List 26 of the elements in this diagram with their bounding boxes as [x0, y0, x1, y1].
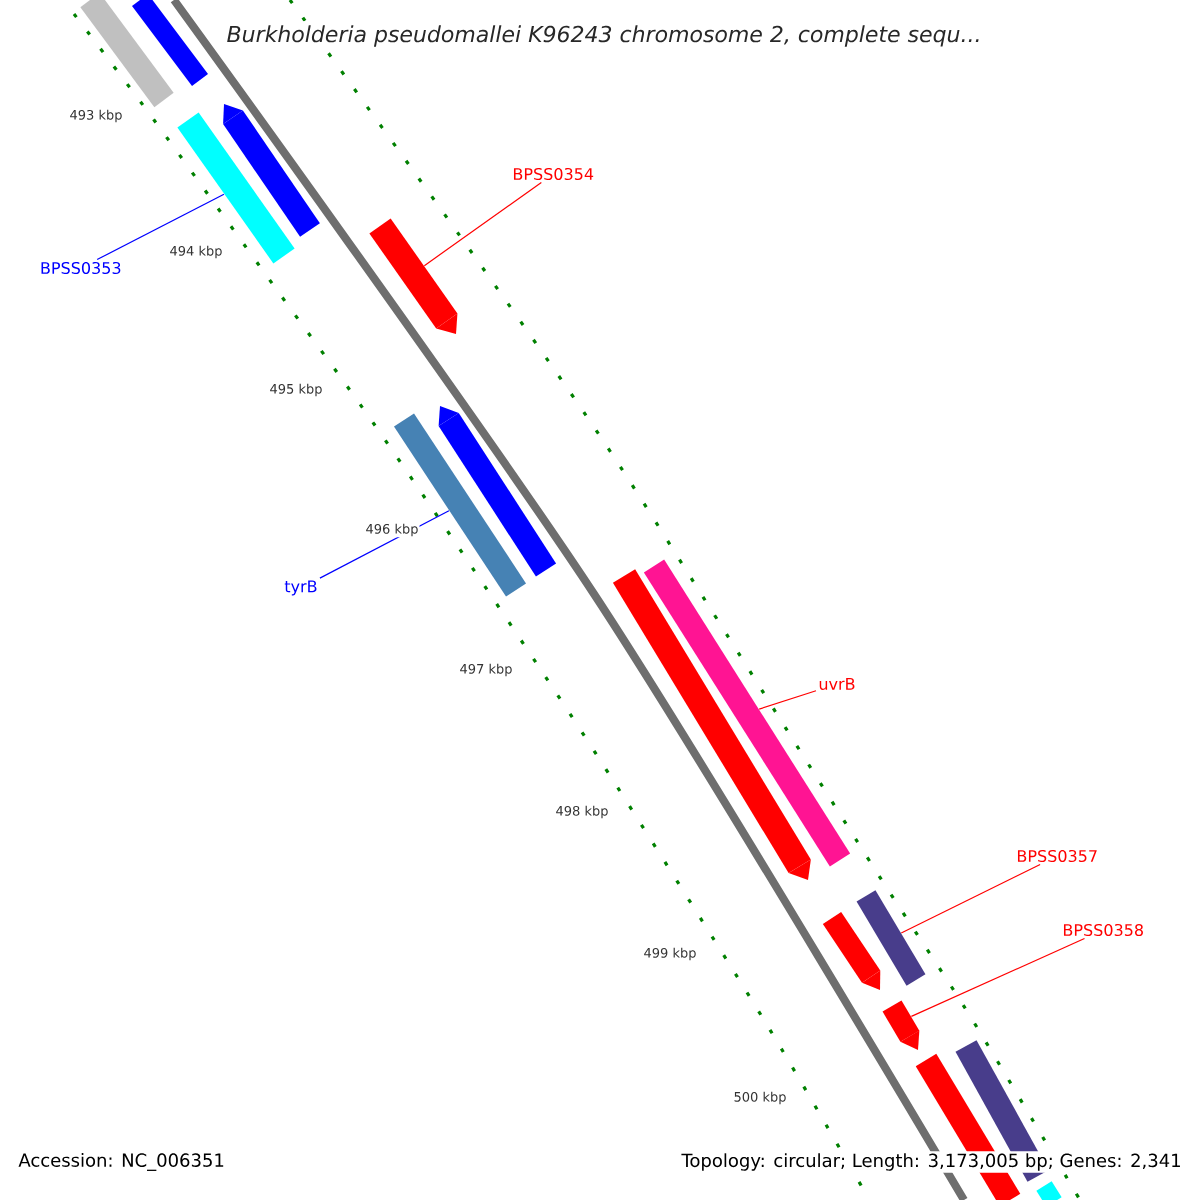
- gene-bar: [132, 0, 208, 86]
- gene-label: BPSS0354: [513, 167, 594, 181]
- leader-line: [758, 690, 817, 710]
- gene-bar: [223, 104, 320, 237]
- leader-line: [900, 863, 1041, 934]
- gene-bar: [394, 413, 527, 597]
- gene-bar: [856, 890, 926, 986]
- gene-label: BPSS0358: [1064, 923, 1143, 937]
- title: Burkholderia pseudomallei K96243 chromosome 2, complete sequ...: [222, 21, 986, 51]
- gene-label: BPSS0353: [41, 261, 121, 275]
- gene-bar: [612, 569, 811, 880]
- gene-bar: [882, 1000, 920, 1050]
- gene-bar: [1036, 1181, 1062, 1200]
- gene-bar: [80, 0, 174, 108]
- gene-bar: [369, 218, 458, 334]
- gene-bar: [643, 559, 851, 867]
- gene-bar: [438, 406, 557, 577]
- footer-text: Topology: circular; Length: 3,173,005 bp; Genes: 2,341: [679, 1151, 1184, 1173]
- leader-line: [96, 193, 225, 261]
- gene-label: tyrB: [284, 580, 317, 596]
- gene-label: BPSS0357: [1018, 849, 1097, 863]
- gene-bar: [822, 911, 881, 990]
- gene-label: uvrB: [819, 678, 855, 690]
- leader-line: [910, 937, 1086, 1017]
- leader-line: [423, 181, 542, 267]
- footer-text: Accession: NC_006351: [18, 1153, 224, 1171]
